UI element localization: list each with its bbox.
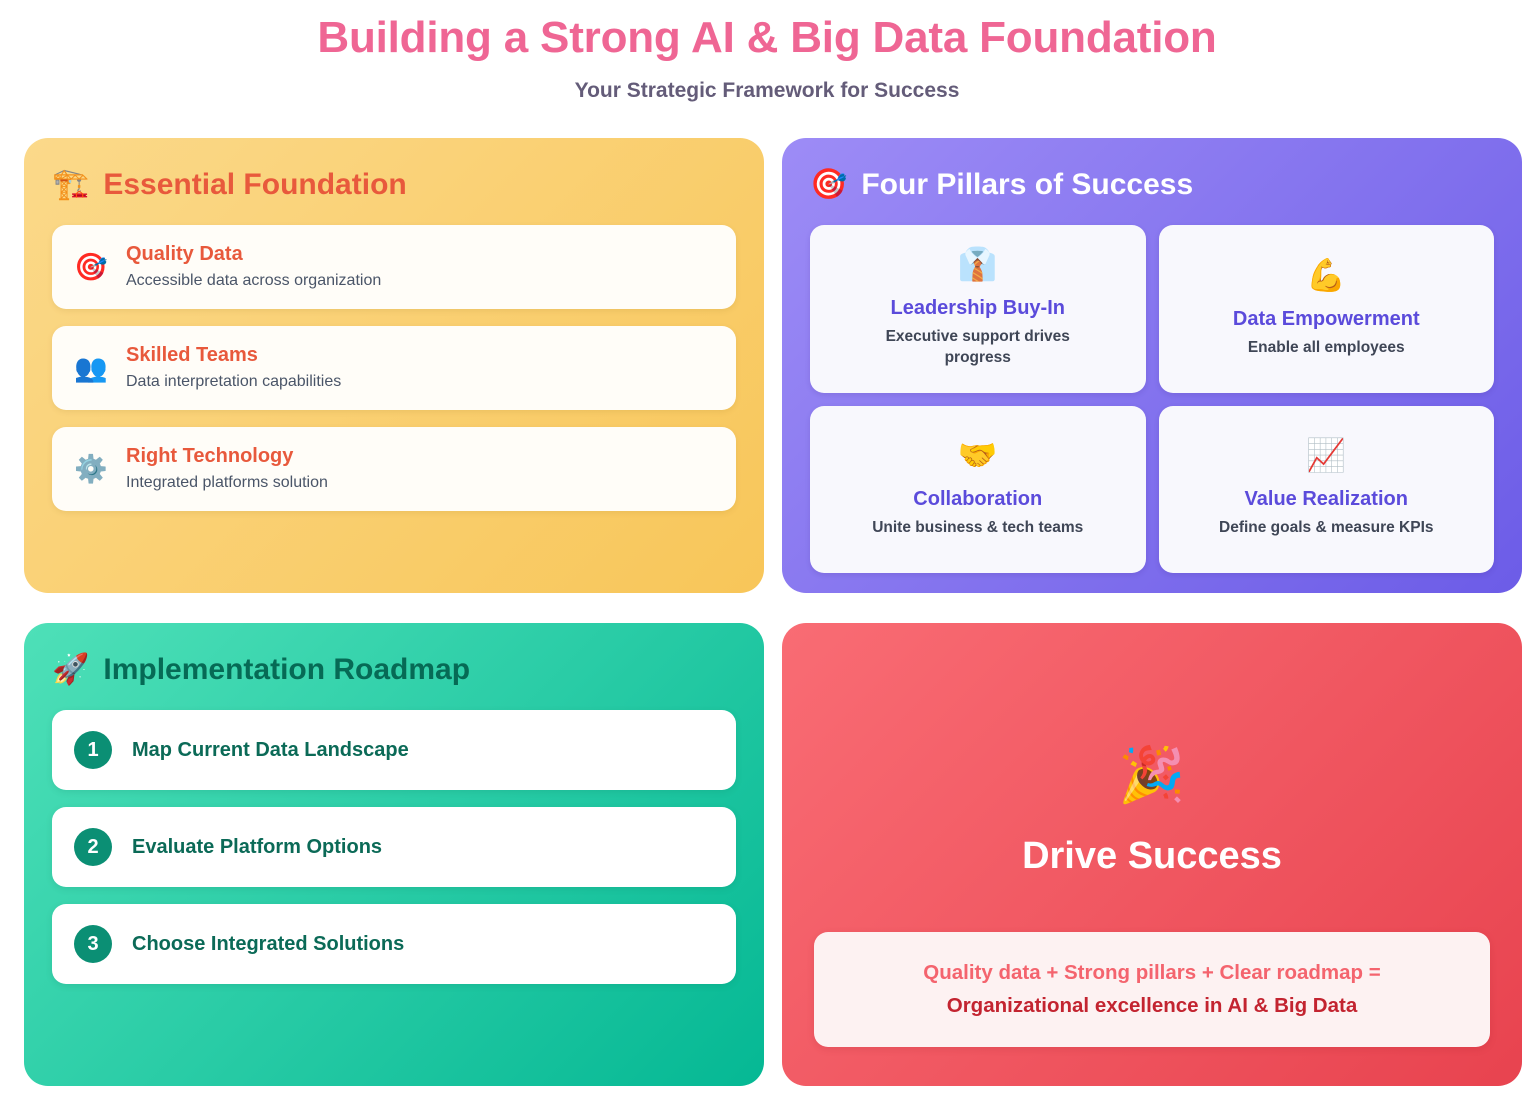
foundation-item-title: Right Technology bbox=[126, 445, 294, 468]
implementation-roadmap-card: 🚀 Implementation Roadmap 1 Map Current D… bbox=[24, 623, 764, 1086]
foundation-item-desc: Integrated platforms solution bbox=[126, 474, 328, 492]
cards-grid: 🏗️ Essential Foundation 🎯 Quality Data A… bbox=[24, 138, 1522, 1086]
step-label: Evaluate Platform Options bbox=[132, 835, 383, 858]
dart-target-icon: 🎯 bbox=[74, 251, 108, 283]
pillar-desc: Enable all employees bbox=[1247, 338, 1405, 356]
formula-line-result: Organizational excellence in AI & Big Da… bbox=[946, 994, 1358, 1018]
foundation-item-right-technology[interactable]: ⚙️ Right Technology Integrated platforms… bbox=[52, 427, 736, 511]
step-number-badge: 3 bbox=[74, 925, 112, 963]
foundation-item-title: Quality Data bbox=[126, 243, 243, 266]
building-construction-icon: 🏗️ bbox=[52, 166, 90, 202]
pillar-title: Leadership Buy-In bbox=[890, 297, 1065, 320]
step-number-badge: 1 bbox=[74, 731, 112, 769]
page-title: Building a Strong AI & Big Data Foundati… bbox=[317, 13, 1217, 62]
flexed-biceps-icon: 💪 bbox=[1306, 255, 1347, 294]
foundation-card-title: Essential Foundation bbox=[103, 168, 407, 201]
pillar-desc: Unite business & tech teams bbox=[872, 519, 1084, 537]
essential-foundation-card: 🏗️ Essential Foundation 🎯 Quality Data A… bbox=[24, 138, 764, 593]
pillar-desc: Define goals & measure KPIs bbox=[1219, 519, 1434, 537]
party-popper-icon: 🎉 bbox=[1118, 742, 1186, 806]
busts-in-silhouette-icon: 👥 bbox=[74, 352, 108, 384]
foundation-item-text: Right Technology Integrated platforms so… bbox=[126, 444, 714, 494]
four-pillars-card: 🎯 Four Pillars of Success 👔 Leadership B… bbox=[782, 138, 1522, 593]
drive-success-title: Drive Success bbox=[1022, 834, 1282, 877]
foundation-item-list: 🎯 Quality Data Accessible data across or… bbox=[52, 225, 736, 511]
formula-line-inputs: Quality data + Strong pillars + Clear ro… bbox=[923, 960, 1381, 984]
foundation-item-skilled-teams[interactable]: 👥 Skilled Teams Data interpretation capa… bbox=[52, 326, 736, 410]
dart-target-icon: 🎯 bbox=[810, 166, 848, 202]
pillar-collaboration[interactable]: 🤝 Collaboration Unite business & tech te… bbox=[810, 405, 1146, 573]
foundation-item-title: Skilled Teams bbox=[126, 344, 258, 367]
pillar-data-empowerment[interactable]: 💪 Data Empowerment Enable all employees bbox=[1158, 225, 1494, 393]
foundation-item-desc: Accessible data across organization bbox=[126, 272, 382, 290]
roadmap-card-header: 🚀 Implementation Roadmap bbox=[52, 653, 736, 686]
page-header: Building a Strong AI & Big Data Foundati… bbox=[0, 0, 1534, 104]
foundation-item-text: Quality Data Accessible data across orga… bbox=[126, 242, 714, 292]
foundation-item-text: Skilled Teams Data interpretation capabi… bbox=[126, 343, 714, 393]
gear-icon: ⚙️ bbox=[74, 453, 108, 485]
pillar-title: Collaboration bbox=[913, 488, 1043, 511]
step-label: Choose Integrated Solutions bbox=[132, 932, 405, 955]
pillar-title: Value Realization bbox=[1244, 488, 1408, 511]
pillar-value-realization[interactable]: 📈 Value Realization Define goals & measu… bbox=[1158, 405, 1494, 573]
pillars-card-title: Four Pillars of Success bbox=[861, 168, 1194, 201]
roadmap-step-3[interactable]: 3 Choose Integrated Solutions bbox=[52, 904, 736, 984]
necktie-icon: 👔 bbox=[957, 245, 998, 284]
page-subtitle: Your Strategic Framework for Success bbox=[574, 79, 960, 103]
roadmap-card-title: Implementation Roadmap bbox=[103, 653, 471, 686]
roadmap-step-list: 1 Map Current Data Landscape 2 Evaluate … bbox=[52, 710, 736, 984]
drive-success-card: 🎉 Drive Success Quality data + Strong pi… bbox=[782, 623, 1522, 1086]
foundation-item-desc: Data interpretation capabilities bbox=[126, 373, 342, 391]
chart-increasing-icon: 📈 bbox=[1306, 436, 1347, 475]
pillar-desc: Executive support drives progress bbox=[885, 328, 1070, 367]
roadmap-step-1[interactable]: 1 Map Current Data Landscape bbox=[52, 710, 736, 790]
roadmap-step-2[interactable]: 2 Evaluate Platform Options bbox=[52, 807, 736, 887]
rocket-icon: 🚀 bbox=[52, 651, 90, 687]
pillars-card-header: 🎯 Four Pillars of Success bbox=[810, 168, 1494, 201]
foundation-card-header: 🏗️ Essential Foundation bbox=[52, 168, 736, 201]
step-number-badge: 2 bbox=[74, 828, 112, 866]
pillar-title: Data Empowerment bbox=[1232, 307, 1420, 330]
success-formula-box: Quality data + Strong pillars + Clear ro… bbox=[814, 931, 1490, 1048]
pillar-grid: 👔 Leadership Buy-In Executive support dr… bbox=[810, 225, 1494, 573]
step-label: Map Current Data Landscape bbox=[132, 738, 409, 761]
handshake-icon: 🤝 bbox=[957, 436, 998, 475]
foundation-item-quality-data[interactable]: 🎯 Quality Data Accessible data across or… bbox=[52, 225, 736, 309]
pillar-leadership-buy-in[interactable]: 👔 Leadership Buy-In Executive support dr… bbox=[810, 225, 1146, 393]
